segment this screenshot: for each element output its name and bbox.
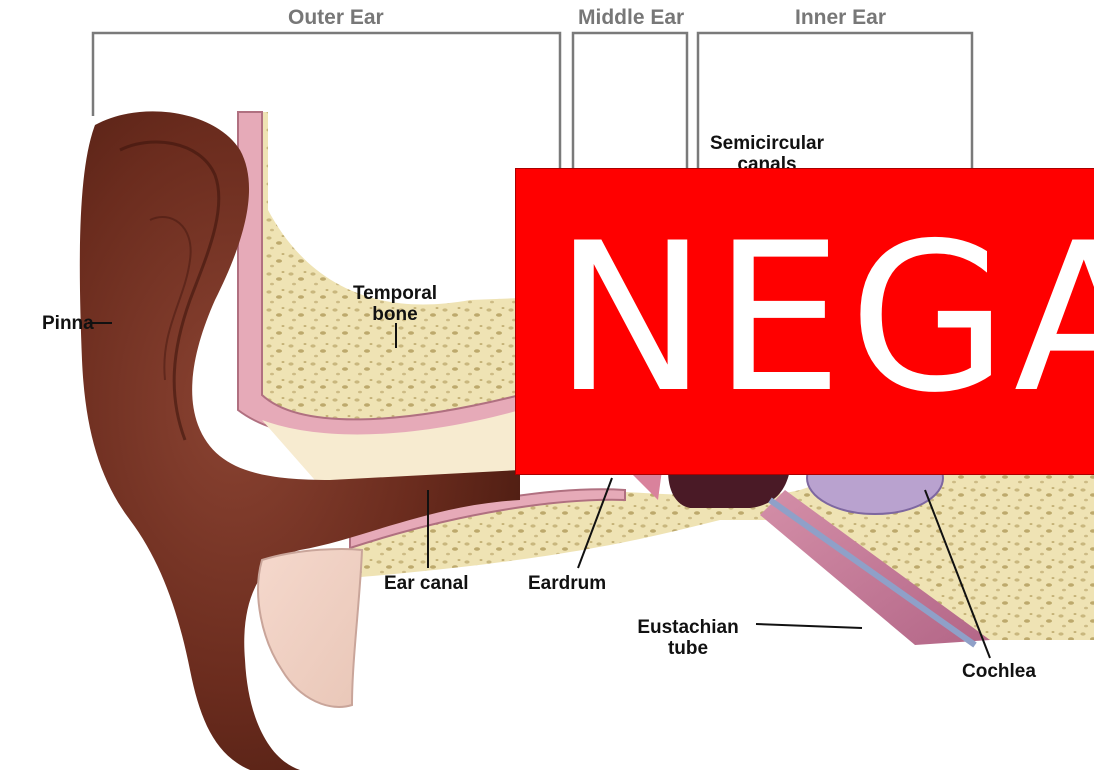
negative-stamp-text: NEGATIVE [554, 209, 1094, 429]
ear-canal-label: Ear canal [384, 573, 469, 594]
eustachian-tube-line2: tube [632, 638, 744, 659]
negative-stamp: NEGATIVE [515, 168, 1094, 475]
outer-ear-heading: Outer Ear [288, 7, 384, 29]
temporal-bone-line1: Temporal [340, 283, 450, 304]
eustachian-tube-label: Eustachian tube [632, 617, 744, 659]
middle-ear-heading: Middle Ear [578, 7, 684, 29]
temporal-bone-label: Temporal bone [340, 283, 450, 325]
eardrum-label: Eardrum [528, 573, 606, 594]
inner-ear-heading: Inner Ear [795, 7, 886, 29]
eustachian-tube-line1: Eustachian [632, 617, 744, 638]
pinna-label: Pinna [42, 313, 94, 334]
earlobe [258, 549, 362, 707]
semicircular-canals-line1: Semicircular [702, 133, 832, 154]
cochlea-label: Cochlea [962, 661, 1036, 682]
temporal-bone-line2: bone [340, 304, 450, 325]
